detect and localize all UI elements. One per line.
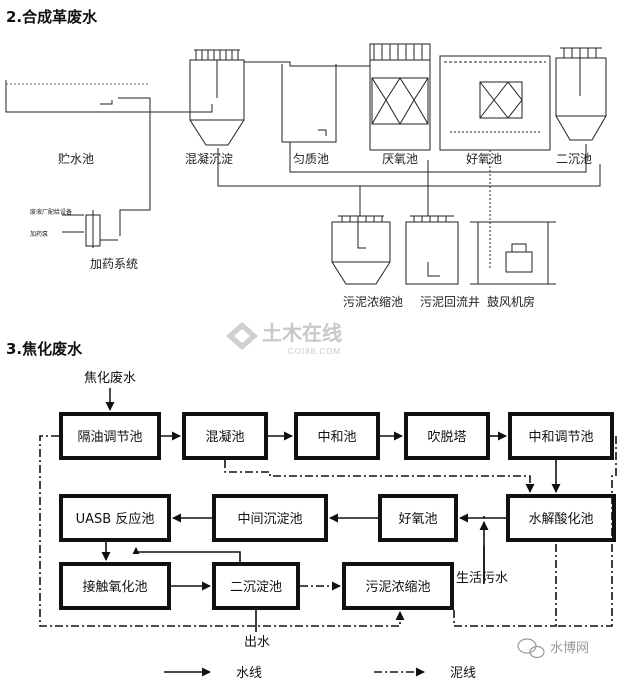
- box-b8: [212, 494, 328, 542]
- dosing-tank: [85, 214, 101, 247]
- legend-water-label: 水线: [236, 666, 262, 681]
- label-b1: 隔油调节池: [77, 430, 142, 445]
- section-2-title: 2.合成革废水: [6, 8, 98, 26]
- storage-basin: [5, 80, 151, 113]
- label-b10: 接触氧化池: [82, 579, 147, 595]
- label-b4: 吹脱塔: [427, 430, 466, 445]
- coag-label: 混凝沉淀: [185, 151, 233, 166]
- sec-tank: [555, 57, 607, 141]
- box-b9: [59, 494, 171, 542]
- sludge-lines: [39, 435, 617, 627]
- box-b5: [508, 412, 614, 460]
- aer-label: 好氧池: [466, 152, 502, 166]
- thickener-tank: [331, 221, 391, 285]
- label-b12: 污泥浓缩池: [365, 579, 430, 595]
- label-b2: 混凝池: [205, 429, 244, 445]
- thick-label: 污泥浓缩池: [343, 294, 403, 309]
- box-b10: [59, 562, 171, 610]
- domestic-label: 生活污水: [456, 571, 508, 586]
- flow-box-labels: 隔油调节池 混凝池 中和池 吹脱塔 中和调节池 水解酸化池 好氧池 中间沉淀池 …: [76, 429, 594, 595]
- water-lines: [101, 431, 561, 632]
- label-b9: UASB 反应池: [76, 511, 155, 527]
- plant-schematic: [5, 43, 607, 285]
- sec-label: 二沉池: [556, 152, 592, 166]
- chem-b-label: 加药泵: [30, 230, 48, 238]
- flow-boxes: [59, 412, 616, 610]
- input-label: 焦化废水: [84, 370, 136, 386]
- legend-sludge-label: 泥线: [450, 666, 476, 681]
- anaer-tank: [369, 43, 431, 151]
- chem-a-label: 废液厂配给设备: [30, 208, 72, 216]
- legend: 水线 泥线: [164, 666, 476, 681]
- label-b3: 中和池: [317, 430, 356, 445]
- equal-tank: [281, 64, 337, 143]
- box-b4: [404, 412, 490, 460]
- ret-label: 污泥回流井: [420, 295, 480, 309]
- label-b5: 中和调节池: [528, 430, 593, 445]
- label-b6: 水解酸化池: [528, 512, 593, 527]
- plant-labels: 贮水池 混凝沉淀 匀质池 厌氧池 好氧池 二沉池 废液厂配给设备 加药泵 加药系…: [30, 151, 592, 309]
- dosing-label: 加药系统: [90, 257, 138, 271]
- label-b11: 二沉淀池: [230, 580, 282, 595]
- anaer-label: 厌氧池: [382, 152, 418, 166]
- box-b11: [212, 562, 300, 610]
- outlet-label: 出水: [244, 635, 270, 650]
- aer-tank: [439, 55, 551, 151]
- watermark-en: COI88.COM: [288, 347, 341, 356]
- label-b7: 好氧池: [398, 512, 437, 527]
- watermark: 土木在线 COI88.COM: [226, 321, 342, 356]
- label-b8: 中间沉淀池: [237, 512, 302, 527]
- blower-house: [470, 221, 556, 284]
- watermark-cn: 土木在线: [262, 321, 342, 345]
- brand-label: 水博网: [550, 641, 589, 656]
- box-b1: [59, 412, 161, 460]
- watermark-logo-icon: [226, 322, 258, 350]
- brand: 水博网: [517, 638, 589, 659]
- section-3-title: 3.焦化废水: [6, 340, 83, 358]
- box-b2: [182, 412, 268, 460]
- return-well: [405, 221, 459, 285]
- box-b7: [378, 494, 458, 542]
- blower-label: 鼓风机房: [487, 294, 535, 309]
- storage-label: 贮水池: [58, 151, 94, 166]
- box-b3: [294, 412, 380, 460]
- box-b6: [506, 494, 616, 542]
- chat-bubble-icon: [517, 638, 545, 659]
- equal-label: 匀质池: [293, 152, 329, 166]
- box-b12: [342, 562, 454, 610]
